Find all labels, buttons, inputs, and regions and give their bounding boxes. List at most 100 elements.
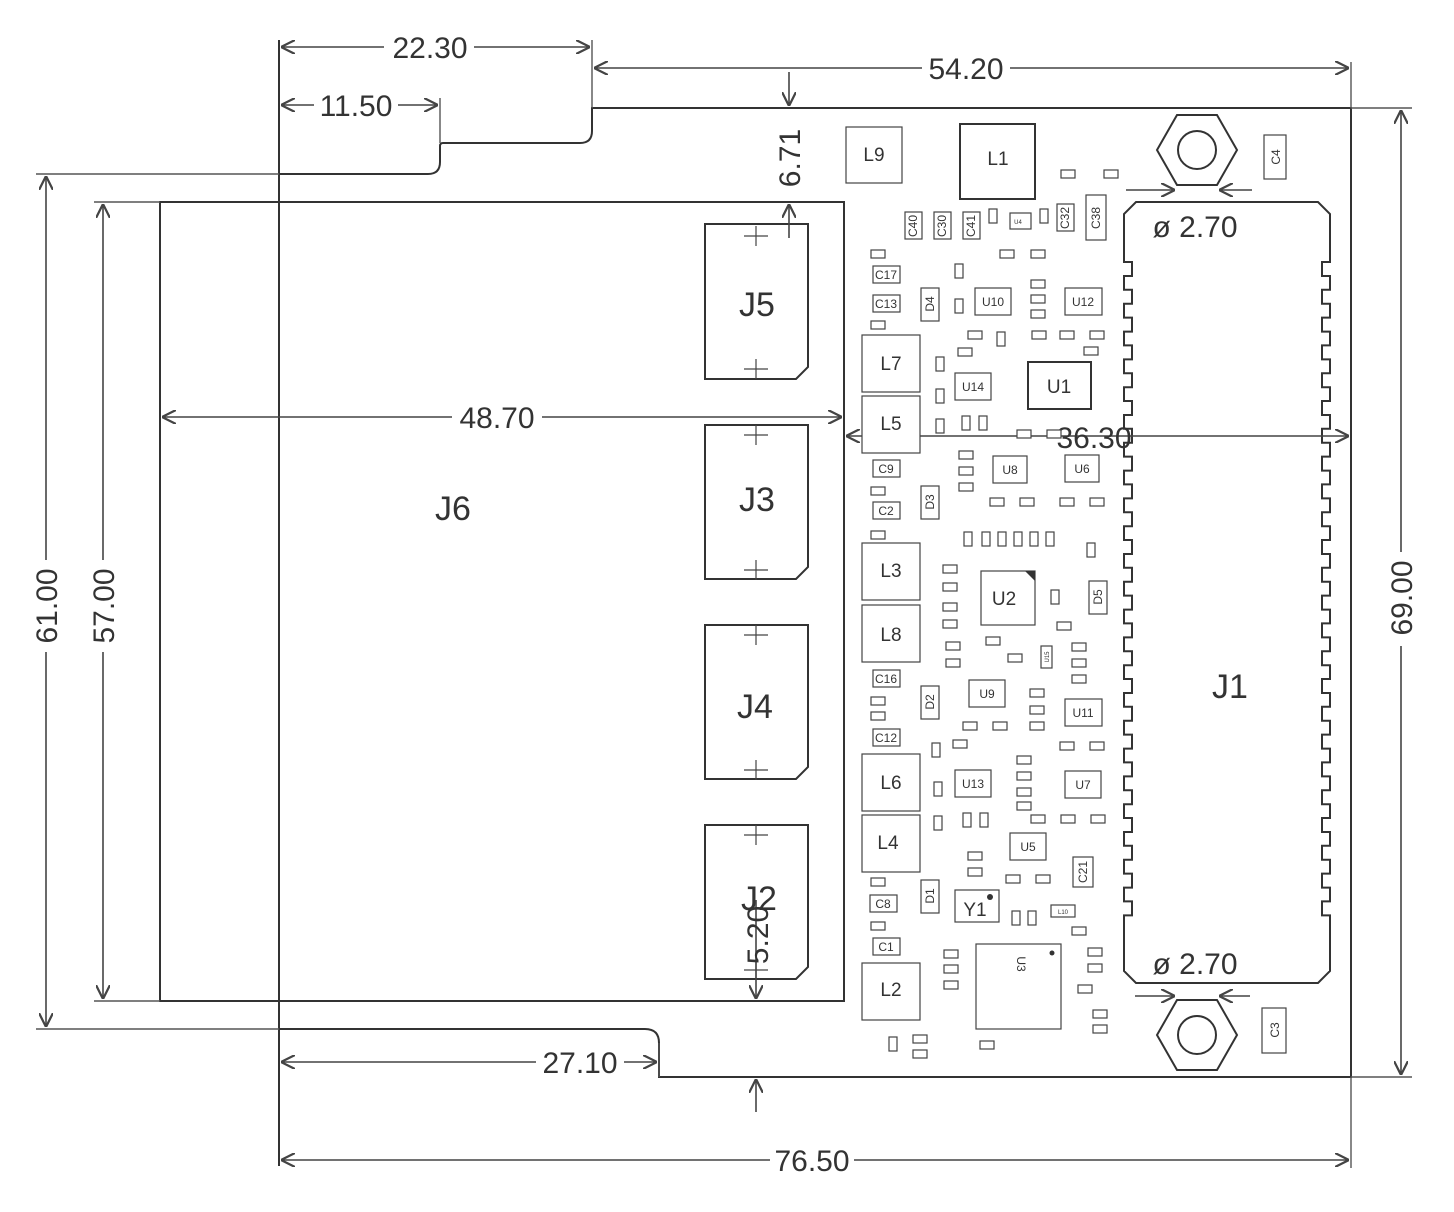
small-passive — [1031, 330, 1047, 340]
capacitor-c2: C2 — [872, 501, 901, 520]
svg-text:L3: L3 — [880, 561, 901, 582]
small-passive — [962, 812, 972, 828]
small-passive — [945, 641, 961, 651]
capacitor-c16: C16 — [872, 669, 901, 688]
svg-text:U14: U14 — [962, 380, 984, 394]
small-passive — [1089, 330, 1105, 340]
small-passive — [933, 781, 943, 797]
inductor-l9: L9 — [845, 126, 903, 184]
small-passive — [870, 249, 886, 259]
small-passive — [1029, 721, 1045, 731]
j1-label: J1 — [1212, 668, 1248, 706]
j2-label: J2 — [741, 880, 777, 918]
capacitor-c17: C17 — [872, 265, 901, 284]
j3-connector: J3 — [704, 424, 809, 580]
small-passive — [1035, 874, 1051, 884]
capacitor-c13: C13 — [872, 294, 901, 313]
small-passive — [1005, 874, 1021, 884]
small-passive — [1059, 330, 1075, 340]
ic-u14: U14 — [954, 372, 992, 401]
small-passive — [1056, 621, 1072, 631]
svg-text:C32: C32 — [1058, 207, 1072, 229]
small-passive — [942, 619, 958, 629]
ic-u4: U4 — [1009, 212, 1032, 230]
small-passive — [954, 298, 964, 314]
svg-text:C3: C3 — [1268, 1022, 1282, 1038]
dim-27-10: 27.10 — [542, 1047, 617, 1080]
small-passive — [935, 356, 945, 372]
small-passive — [870, 530, 886, 540]
svg-text:U12: U12 — [1072, 295, 1094, 309]
small-passive — [992, 721, 1008, 731]
small-passive — [1090, 814, 1106, 824]
svg-text:U3: U3 — [1014, 956, 1028, 972]
small-passive — [870, 696, 886, 706]
capacitor-c21: C21 — [1072, 856, 1094, 888]
j5-connector: J5 — [704, 223, 809, 380]
capacitor-c32: C32 — [1056, 203, 1075, 232]
crystal-y1: Y1 — [954, 889, 1000, 923]
small-passive — [1016, 771, 1032, 781]
inductor-l6: L6 — [861, 753, 921, 812]
dim-76-50: 76.50 — [774, 1145, 849, 1178]
mounting-hole-top — [1155, 114, 1239, 186]
small-passive — [912, 1034, 928, 1044]
svg-text:U4: U4 — [1014, 220, 1022, 226]
ic-u13: U13 — [954, 769, 992, 798]
small-passive — [1046, 429, 1062, 439]
diode-d2: D2 — [920, 685, 940, 720]
svg-text:D3: D3 — [923, 494, 937, 510]
svg-text:U6: U6 — [1074, 462, 1090, 476]
inductor-l3: L3 — [861, 542, 921, 601]
svg-text:U9: U9 — [979, 687, 995, 701]
svg-text:C40: C40 — [906, 215, 920, 237]
small-passive — [952, 739, 968, 749]
svg-text:U8: U8 — [1002, 463, 1018, 477]
small-passive — [935, 418, 945, 434]
small-passive — [1029, 531, 1039, 547]
small-passive — [943, 980, 959, 990]
small-passive — [958, 466, 974, 476]
capacitor-c41: C41 — [962, 211, 981, 240]
dim-57-00: 57.00 — [88, 568, 121, 643]
ic-u10: U10 — [974, 287, 1012, 316]
ic-u7: U7 — [1064, 770, 1102, 799]
dim-5-20: 5.20 — [742, 906, 775, 964]
board-outline — [278, 107, 1352, 1078]
ic-u6: U6 — [1064, 454, 1100, 483]
svg-text:L2: L2 — [880, 980, 901, 1001]
small-passive — [888, 1036, 898, 1052]
small-passive — [1045, 531, 1055, 547]
small-passive — [1030, 294, 1046, 304]
small-passive — [1016, 429, 1032, 439]
small-passive — [999, 249, 1015, 259]
small-passives — [870, 169, 1119, 1059]
small-passive — [933, 815, 943, 831]
small-passive — [1059, 741, 1075, 751]
small-passive — [967, 851, 983, 861]
small-passive — [1087, 963, 1103, 973]
small-passive — [1013, 531, 1023, 547]
small-passive — [988, 208, 998, 224]
j1-module: J1 — [1123, 201, 1331, 984]
capacitor-c9: C9 — [872, 459, 901, 478]
capacitor-c40: C40 — [904, 211, 923, 240]
j5-label: J5 — [739, 286, 775, 324]
small-passive — [1030, 279, 1046, 289]
small-passive — [989, 497, 1005, 507]
small-passive — [1016, 801, 1032, 811]
j3-label: J3 — [739, 481, 775, 519]
svg-text:L5: L5 — [880, 414, 901, 435]
dim-69-00: 69.00 — [1386, 560, 1419, 635]
small-passive — [943, 949, 959, 959]
svg-text:C2: C2 — [878, 504, 894, 518]
hole-diameter-bottom: ø 2.70 — [1152, 948, 1237, 981]
small-passive — [1011, 910, 1021, 926]
diode-d1: D1 — [920, 879, 940, 914]
j6-outline — [159, 201, 845, 1002]
diode-d3: D3 — [920, 485, 940, 520]
j4-connector: J4 — [704, 624, 809, 780]
svg-text:L9: L9 — [863, 145, 884, 166]
ic-u3: U3 — [975, 943, 1062, 1030]
